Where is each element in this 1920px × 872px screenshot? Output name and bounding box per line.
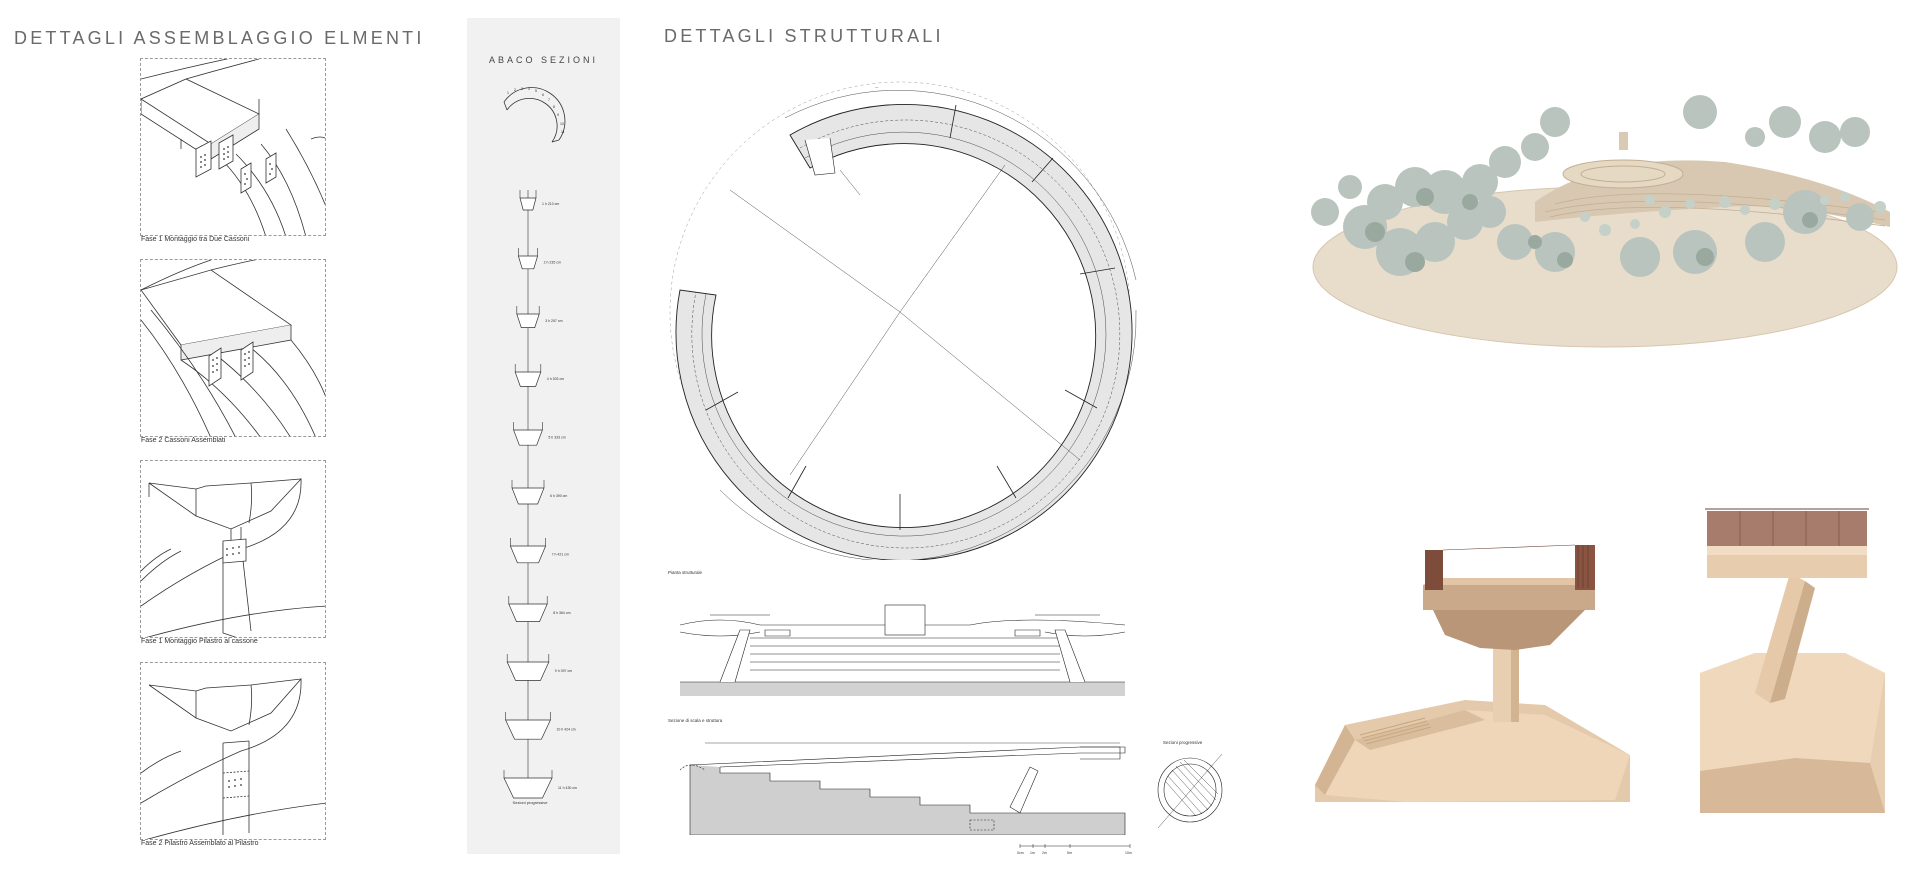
scale-tick-2: 2m [1042, 851, 1047, 855]
plan-dimension-labels: — [875, 85, 879, 89]
phase1-drawing [141, 59, 325, 235]
svg-text:7: 7 [548, 98, 550, 102]
assembly-panel-1 [140, 58, 326, 236]
abaco-section-1: 1 h 210 cm [519, 190, 559, 211]
phase2-caption: Fase 2 Cassoni Assemblati [141, 437, 226, 444]
abaco-section-6: 6 h 390 cm [511, 480, 567, 505]
abaco-section-label: 9 h 397 cm [555, 669, 572, 673]
abaco-section-label: 7 h 421 cm [552, 552, 569, 556]
abaco-section-4: 4 h 303 cm [514, 364, 564, 387]
detail-circle-drawing [1157, 753, 1223, 829]
svg-text:5: 5 [535, 89, 537, 93]
svg-text:2: 2 [514, 88, 516, 92]
assembly-panel-4 [140, 662, 326, 840]
abaco-section-8: 8 h 364 cm [508, 596, 571, 622]
svg-text:4: 4 [528, 87, 530, 91]
structural-plan: — [669, 81, 1137, 560]
abaco-section-7: 7 h 421 cm [509, 538, 569, 564]
abaco-section-10: 10 h 424 cm [505, 712, 576, 740]
svg-text:1: 1 [507, 91, 509, 95]
abaco-section-label: 10 h 424 cm [556, 728, 575, 732]
scale-tick-4: 10m [1125, 851, 1132, 855]
scale-tick-3: 5m [1067, 851, 1072, 855]
abaco-section-label: 3 h 257 cm [545, 319, 562, 323]
structural-section [680, 742, 1126, 835]
abaco-section-5: 5 h 333 cm [513, 422, 566, 446]
abaco-section-3: 3 h 257 cm [516, 306, 563, 328]
phase1-caption: Fase 1 Montaggio tra Due Cassoni [141, 236, 250, 243]
abaco-key-numbers: 1 2 3 4 5 678 9 10 11 [507, 87, 565, 134]
abaco-key-arc [503, 87, 566, 143]
scale-tick-1: 1m [1030, 851, 1035, 855]
abaco-section-label: 6 h 390 cm [550, 494, 567, 498]
structural-elevation [680, 604, 1126, 696]
abaco-section-label: 5 h 333 cm [548, 436, 565, 440]
svg-text:9: 9 [557, 113, 559, 117]
abaco-section-label: 2 h 235 cm [544, 260, 561, 264]
abaco-title: ABACO SEZIONI [488, 55, 598, 65]
phase3-caption: Fase 1 Montaggio Pilastro al cassone [141, 638, 258, 645]
abaco-section-11: 11 h 430 cm [503, 770, 577, 799]
phase4-caption: Fase 2 Pilastro Assemblato al Pilastro [141, 840, 259, 847]
structure-model-photo-side [1700, 508, 1885, 813]
abaco-section-label: 8 h 364 cm [553, 611, 570, 615]
assembly-panel-2 [140, 259, 326, 437]
abaco-section-label: 1 h 210 cm [542, 202, 559, 206]
section-label: Sezione di scala e struttura [668, 718, 723, 723]
svg-text:10: 10 [560, 122, 564, 126]
abaco-section-label: 4 h 303 cm [547, 377, 564, 381]
svg-text:—: — [875, 85, 879, 89]
scale-bar: 0cm 1m 2m 5m 10m [1017, 844, 1132, 855]
abaco-section-9: 9 h 397 cm [506, 654, 572, 681]
abaco-bottom-label: Sezioni progressive [512, 800, 548, 805]
phase2-drawing [141, 260, 325, 436]
structure-model-photo-front [1315, 544, 1630, 802]
detail-label: Sezioni progressive [1163, 740, 1203, 745]
plan-label: Pianta strutturale [668, 570, 703, 575]
svg-text:11: 11 [561, 130, 565, 134]
scale-tick-0: 0cm [1017, 851, 1024, 855]
svg-text:8: 8 [553, 105, 555, 109]
site-model-photo [1311, 95, 1898, 348]
abaco-panel [467, 18, 620, 854]
svg-text:6: 6 [542, 93, 544, 97]
middle-heading: DETTAGLI STRUTTURALI [664, 26, 944, 46]
abaco-section-2: 2 h 235 cm [517, 248, 561, 270]
abaco-sections-drawing: 1 2 3 4 5 678 9 10 11 1 h 210 cm 2 h 235 cm 3 h … [503, 87, 577, 799]
phase3-drawing [141, 478, 325, 637]
svg-text:3: 3 [521, 87, 523, 91]
phase4-drawing [141, 678, 325, 839]
assembly-panel-3 [140, 460, 326, 638]
abaco-section-label: 11 h 430 cm [558, 786, 577, 790]
left-heading: DETTAGLI ASSEMBLAGGIO ELMENTI [14, 28, 425, 48]
